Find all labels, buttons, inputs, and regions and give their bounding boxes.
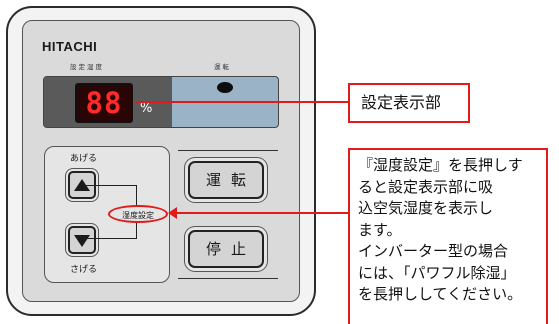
divider-top bbox=[178, 150, 278, 151]
divider-bottom bbox=[178, 278, 278, 279]
up-caption: あげる bbox=[70, 154, 98, 164]
brand-logo: HITACHI bbox=[42, 39, 98, 54]
description-line: を長押ししてください。 bbox=[358, 285, 523, 303]
description-line: には、「パワフル除湿」 bbox=[358, 263, 516, 282]
display-section-callout: 設定表示部 bbox=[348, 83, 470, 123]
humidity-setting-label[interactable]: 湿度設定 bbox=[108, 205, 168, 223]
humidity-down-button[interactable] bbox=[68, 226, 96, 254]
run-indicator-label: 運転 bbox=[214, 63, 231, 71]
humidity-readout: 88 bbox=[75, 83, 133, 123]
description-callout: 『湿度設定』を長押しす ると設定表示部に吸 込空気湿度を表示し ます。 インバー… bbox=[348, 148, 548, 324]
triangle-up-icon bbox=[74, 179, 90, 191]
percent-unit: % bbox=[140, 101, 153, 116]
setting-humidity-label: 設定湿度 bbox=[70, 63, 104, 71]
down-caption: さげる bbox=[70, 265, 98, 275]
display-leader-line bbox=[136, 101, 348, 103]
run-indicator-led bbox=[217, 82, 233, 93]
humidity-leader-line bbox=[176, 212, 350, 214]
description-line: 『湿度設定』を長押しす bbox=[358, 156, 523, 174]
description-line: インバーター型の場合 bbox=[358, 242, 509, 260]
humidity-up-button[interactable] bbox=[68, 171, 96, 199]
description-line: ます。 bbox=[358, 220, 402, 239]
leader-arrow-icon bbox=[168, 207, 177, 219]
run-button[interactable]: 運転 bbox=[188, 161, 264, 199]
description-line: ると設定表示部に吸 bbox=[358, 177, 494, 196]
description-line: 込空気湿度を表示し bbox=[358, 199, 494, 217]
stop-button[interactable]: 停止 bbox=[188, 230, 264, 268]
